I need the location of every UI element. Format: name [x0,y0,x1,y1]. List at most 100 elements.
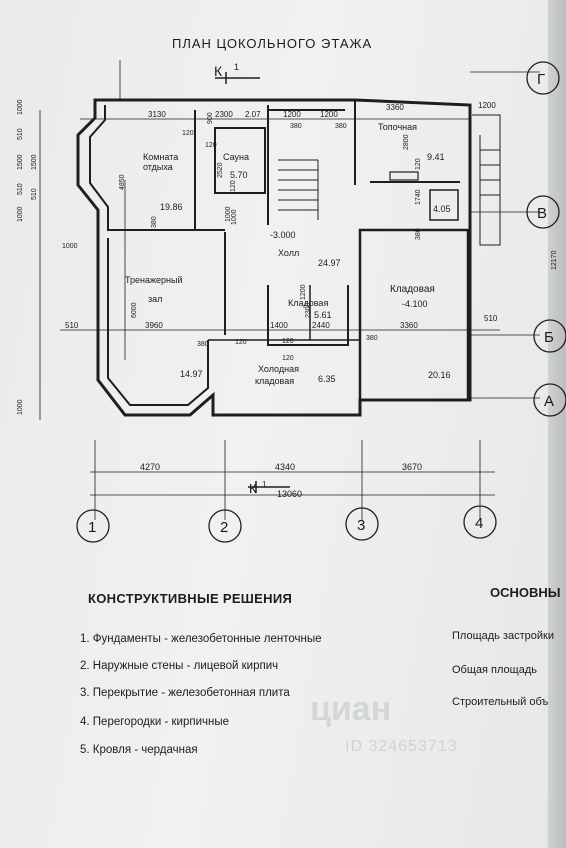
dim-mid-left: 510 [65,321,79,330]
dim-vert-3: 380 [151,216,158,228]
dim-vert-1: 4850 [119,174,126,190]
pantry-small-name: Кладовая [288,298,328,308]
room-boiler-area: 9.41 [427,152,445,162]
cold-pantry-area: 6.35 [318,374,336,384]
shower-area: 4.05 [433,204,451,214]
dim-small-4: 2520 [217,162,224,178]
exterior-wall [76,98,472,417]
dim-small-15: 120 [282,338,294,345]
axis-label-3: 3 [357,517,365,534]
room-rest-area: 19.86 [160,202,183,212]
room-rest-name2: отдыха [143,162,173,172]
cold-pantry-name1: Холодная [258,364,299,374]
axis-label-2: 2 [220,519,228,536]
axis-circle-2 [208,509,242,543]
axis-label-b: Б [544,329,554,346]
dim-small-3: 120 [205,142,217,149]
page-fold [548,0,566,848]
dim-top-6: 3360 [386,103,404,112]
dim-left-5: 510 [17,183,24,195]
room-gym-name1: Тренажерный [125,275,182,285]
dim-mid-1: 3960 [145,321,163,330]
dim-small-10: 1740 [415,189,422,205]
room-boiler-name: Топочная [378,122,417,132]
main-item: Площадь застройки [452,630,554,642]
dim-bottom-1: 4270 [140,462,160,472]
storage-name: Кладовая [390,284,435,295]
axis-circle-v [526,195,560,229]
hall-area: 24.97 [318,258,341,268]
dim-top-7: 1200 [478,101,496,110]
dimension-lines [39,60,540,520]
stair-right [472,114,501,246]
axis-circle-a [533,383,566,417]
section-mark-top [215,72,260,84]
dim-small-16: 120 [235,339,247,346]
storage-room [358,228,470,402]
room-gym-area: 14.97 [180,369,203,379]
room-rest-name1: Комната [143,152,178,162]
axis-label-v: В [537,205,547,222]
dim-small-14: 2300 [305,302,312,318]
notes-heading: КОНСТРУКТИВНЫЕ РЕШЕНИЯ [88,591,293,606]
interior-wall-gym [107,238,209,406]
axis-circle-3 [345,507,379,541]
dim-small-7: 380 [290,123,302,130]
dim-top-5: 1200 [320,110,338,119]
main-item: Строительный объ [452,696,549,708]
note-item: 2. Наружные стены - лицевой кирпич [80,660,279,672]
dim-top-3: 2.07 [245,110,261,119]
dim-bottom-2: 4340 [275,462,295,472]
dim-vert-5: 1000 [62,243,78,250]
pantry-walls [267,285,349,346]
dim-small-6: 1000 [231,209,238,225]
section-num-top: 1 [234,62,239,72]
axis-circle-1 [76,509,110,543]
floor-plan: Г В Б А 1 2 3 4 К 1 К 1 Комната отдыха 1… [17,60,566,543]
dim-small-9: 2800 [403,134,410,150]
section-num-bottom: 1 [262,480,267,489]
section-letter-bottom: К [249,481,257,496]
dim-small-2: 900 [207,112,214,124]
dim-small-1: 120 [182,130,194,137]
dim-mid-4: 3360 [400,321,418,330]
dim-top-4: 1200 [283,110,301,119]
axis-label-g: Г [537,71,545,88]
dim-top-1: 3130 [148,110,166,119]
interior-wall-bay [89,105,225,231]
stair-flight [278,159,319,220]
note-item: 3. Перекрытие - железобетонная плита [80,687,290,699]
main-item: Общая площадь [452,664,537,676]
dim-left-7: 510 [31,188,38,200]
cold-pantry-name2: кладовая [255,376,294,386]
dim-mid-2: 1400 [270,321,288,330]
note-item: 5. Кровля - чердачная [80,744,198,756]
dim-vert-2: 6000 [131,302,138,318]
note-item: 4. Перегородки - кирпичные [80,716,230,728]
dim-mid2-3: 120 [282,355,294,362]
dim-left-8: 1000 [17,399,24,415]
dim-small-5: 120 [230,180,237,192]
dim-mid2-2: 380 [366,335,378,342]
dim-left-4: 1500 [31,154,38,170]
dim-mid-3: 2440 [312,321,330,330]
axis-label-4: 4 [475,515,483,532]
storage-level: -4.100 [402,299,428,309]
dim-mid2-1: 380 [197,341,209,348]
dim-left-3: 1500 [17,154,24,170]
dim-small-12: 380 [415,228,422,240]
axis-circle-g [526,61,560,95]
dim-bottom-3: 3670 [402,462,422,472]
plan-title: ПЛАН ЦОКОЛЬНОГО ЭТАЖА [172,36,373,51]
watermark-id: ID 324653713 [345,738,458,755]
pantry-small-area: 5.61 [314,310,332,320]
axis-label-a: А [544,393,554,410]
dim-total: 13060 [277,489,302,499]
main-heading: ОСНОВНЫ [490,585,561,600]
dim-left-1: 510 [17,128,24,140]
section-mark-bottom [248,481,290,493]
dim-small-8: 380 [335,123,347,130]
room-gym-name2: зал [148,294,162,304]
dim-left-6: 1000 [17,206,24,222]
